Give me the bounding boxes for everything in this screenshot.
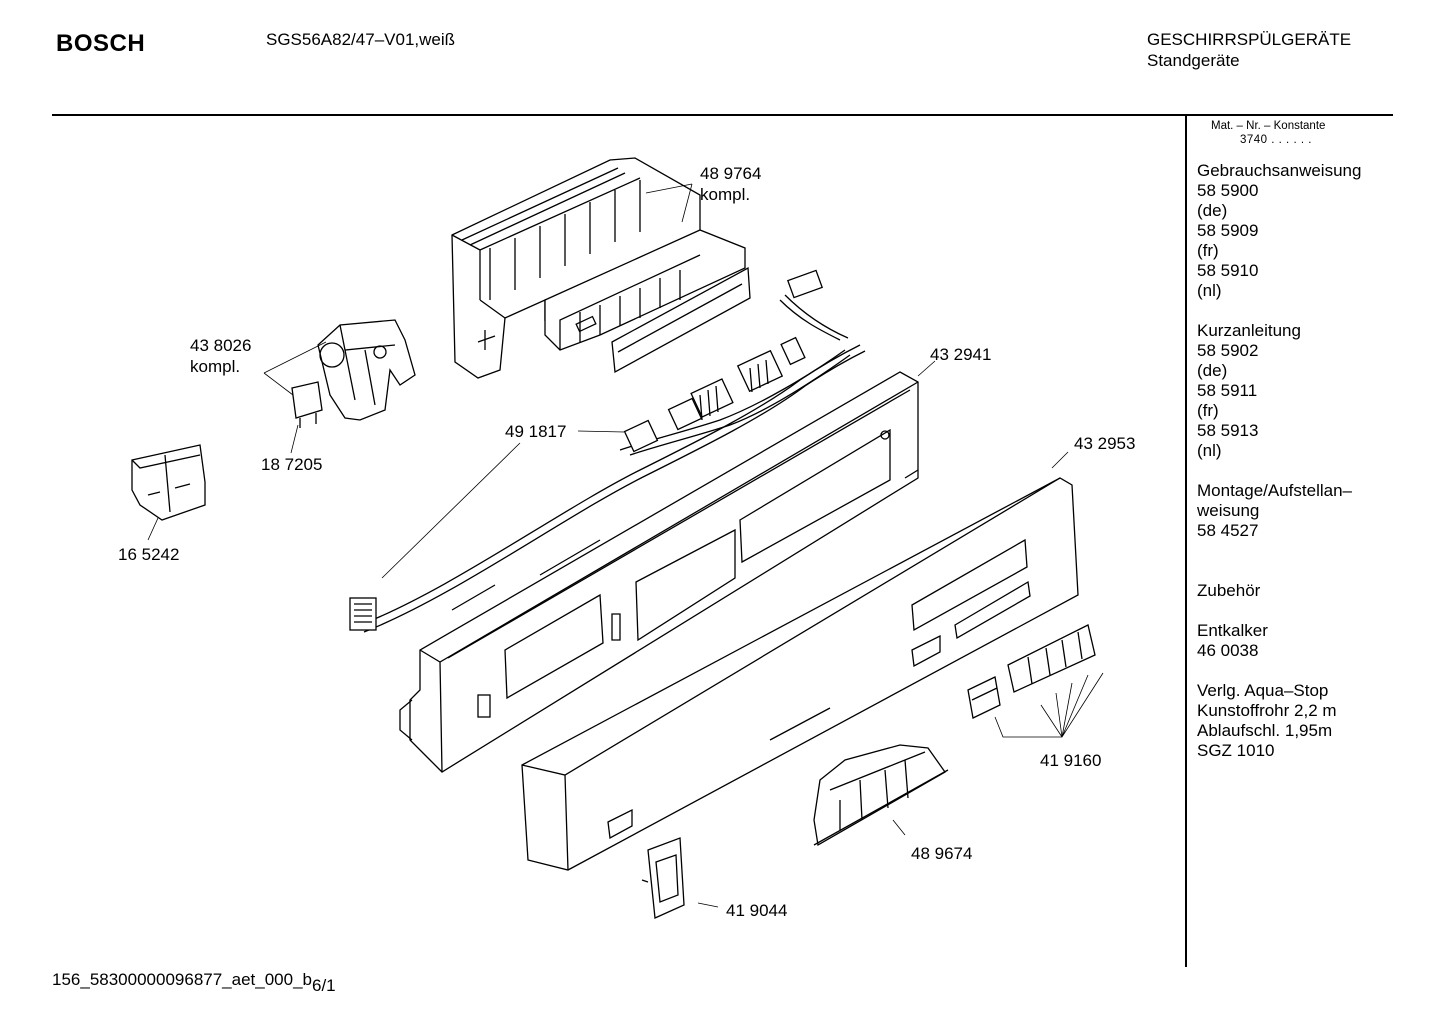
- part-label-489764: 48 9764: [700, 164, 762, 183]
- part-label-438026: 43 8026: [190, 336, 252, 355]
- doc-line: Entkalker: [1197, 621, 1268, 640]
- category-subtitle: Standgeräte: [1147, 51, 1240, 70]
- doc-block-accessories: Zubehör: [1197, 581, 1361, 601]
- doc-line: (nl): [1197, 441, 1222, 460]
- wiring-harness-drawing: [349, 269, 866, 633]
- part-label-432953: 43 2953: [1074, 434, 1136, 453]
- sidebar-divider: [1185, 115, 1187, 967]
- clip-drawing: [641, 837, 685, 919]
- doc-block-manual: Gebrauchsanweisung 58 5900 (de) 58 5909 …: [1197, 161, 1361, 301]
- header-rule: [52, 114, 1393, 116]
- doc-line: Ablaufschl. 1,95m: [1197, 721, 1333, 740]
- leader-lines: [147, 183, 1104, 908]
- doc-line: 58 5910: [1197, 261, 1259, 280]
- doc-line: 58 5909: [1197, 221, 1259, 240]
- doc-line: 46 0038: [1197, 641, 1259, 660]
- doc-line: SGZ 1010: [1197, 741, 1275, 760]
- doc-block-descaler: Entkalker 46 0038: [1197, 621, 1361, 661]
- doc-line: (de): [1197, 361, 1228, 380]
- relay-drawing: [131, 444, 206, 521]
- mat-nr-value: 3740 . . . . . .: [1240, 134, 1312, 146]
- doc-line: Gebrauchsanweisung: [1197, 161, 1362, 180]
- doc-line: Verlg. Aqua–Stop: [1197, 681, 1329, 700]
- doc-line: (nl): [1197, 281, 1222, 300]
- part-label-165242: 16 5242: [118, 545, 180, 564]
- doc-line: 58 4527: [1197, 521, 1259, 540]
- doc-block-installation: Montage/Aufstellan– weisung 58 4527: [1197, 481, 1361, 541]
- footer-doc-id: 156_58300000096877_aet_000_b6/1: [52, 970, 336, 995]
- doc-line: 58 5902: [1197, 341, 1259, 360]
- doc-line: (de): [1197, 201, 1228, 220]
- mat-nr-label: Mat. – Nr. – Konstante: [1211, 120, 1326, 132]
- part-label-419044: 41 9044: [726, 901, 788, 920]
- doc-line: Kurzanleitung: [1197, 321, 1301, 340]
- part-label-187205: 18 7205: [261, 455, 323, 474]
- control-module-drawing: [451, 157, 751, 379]
- doc-line: Zubehör: [1197, 581, 1261, 600]
- part-label-489764-kompl: kompl.: [700, 185, 751, 204]
- switch-drawing: [317, 319, 416, 421]
- part-label-432941: 43 2941: [930, 345, 992, 364]
- doc-line: weisung: [1197, 501, 1260, 520]
- doc-line: Kunstoffrohr 2,2 m: [1197, 701, 1337, 720]
- doc-line: Montage/Aufstellan–: [1197, 481, 1352, 500]
- part-label-489674: 48 9674: [911, 844, 973, 863]
- doc-block-quickguide: Kurzanleitung 58 5902 (de) 58 5911 (fr) …: [1197, 321, 1361, 461]
- part-label-419160: 41 9160: [1040, 751, 1102, 770]
- page-number: 6/1: [312, 976, 336, 995]
- model-number: SGS56A82/47–V01,weiß: [266, 30, 456, 49]
- handle-drawing: [813, 744, 949, 847]
- doc-id: 156_58300000096877_aet_000_b: [52, 970, 312, 989]
- part-label-438026-kompl: kompl.: [190, 357, 241, 376]
- front-fascia-drawing: [521, 477, 1079, 871]
- category-title: GESCHIRRSPÜLGERÄTE: [1147, 30, 1352, 49]
- part-label-491817: 49 1817: [505, 422, 567, 441]
- inner-panel-drawing: [399, 371, 919, 773]
- doc-line: (fr): [1197, 401, 1219, 420]
- documents-list: Gebrauchsanweisung 58 5900 (de) 58 5909 …: [1197, 161, 1361, 781]
- brand-logo: BOSCH: [56, 30, 146, 57]
- doc-block-aquastop: Verlg. Aqua–Stop Kunstoffrohr 2,2 m Abla…: [1197, 681, 1361, 761]
- doc-line: 58 5911: [1197, 381, 1258, 400]
- doc-line: (fr): [1197, 241, 1219, 260]
- buttons-drawing: [967, 624, 1096, 719]
- doc-line: 58 5900: [1197, 181, 1259, 200]
- capacitor-drawing: [291, 381, 323, 428]
- doc-line: 58 5913: [1197, 421, 1259, 440]
